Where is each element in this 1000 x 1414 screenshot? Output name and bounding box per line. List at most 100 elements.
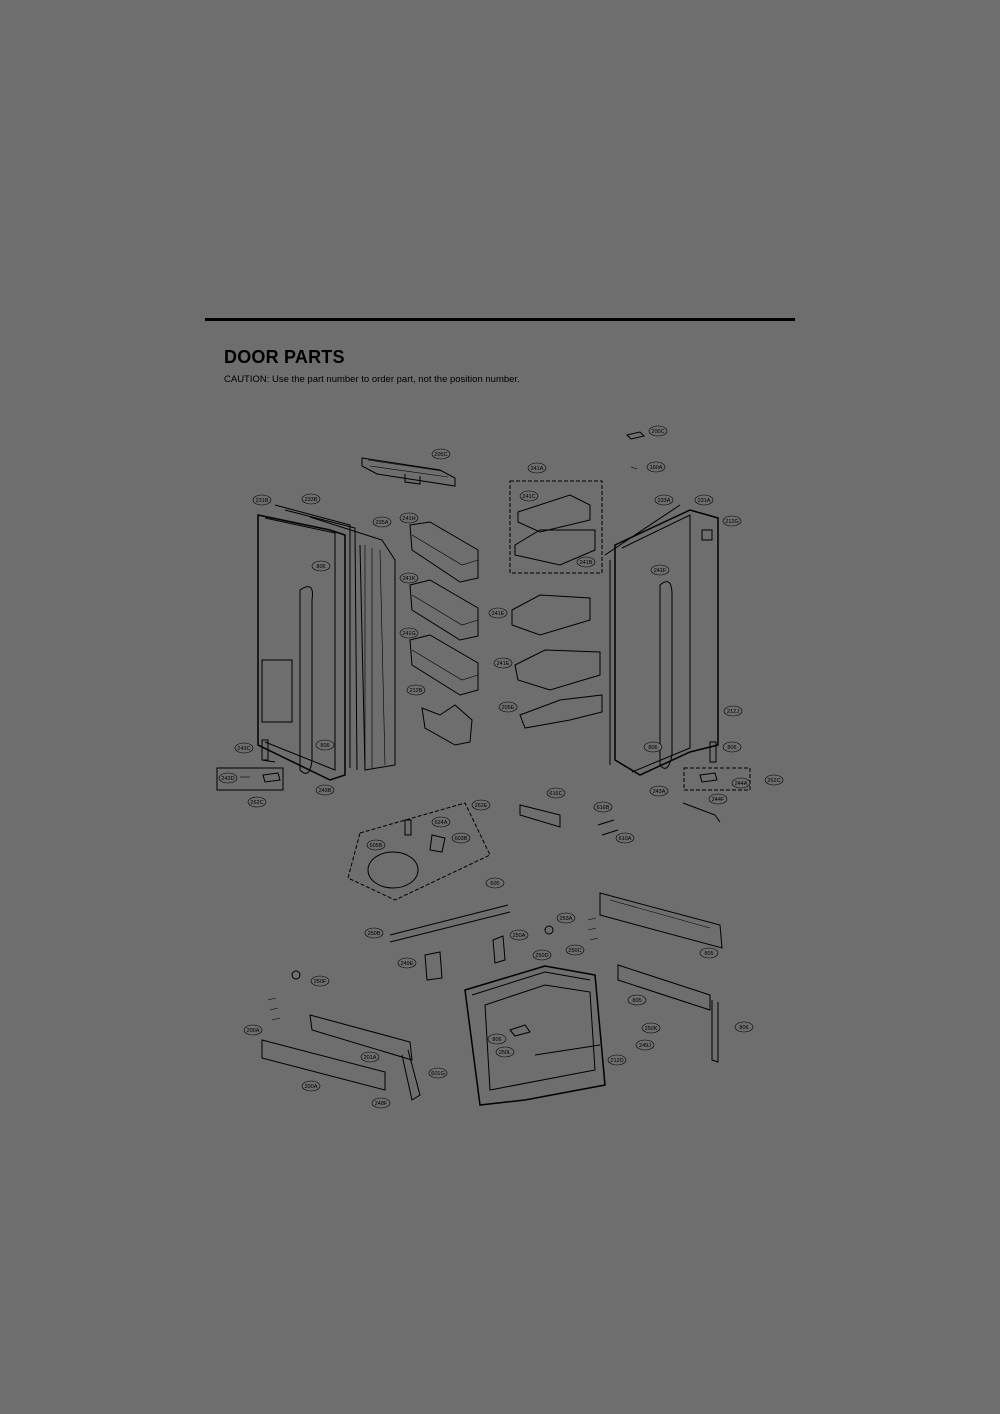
callout-label: 233A (654, 494, 674, 506)
small-hardware (267, 917, 599, 1021)
callout-label: 806 (643, 741, 663, 753)
callout-label: 233B (301, 493, 321, 505)
svg-text:231A: 231A (698, 498, 711, 504)
callout-label: 250L (495, 1046, 515, 1058)
callout-label: 200A (301, 1080, 321, 1092)
svg-text:200A: 200A (247, 1028, 260, 1034)
svg-text:241A: 241A (531, 466, 544, 472)
svg-text:243D: 243D (221, 776, 234, 782)
callout-label: 243C (234, 742, 254, 754)
callout-label: 231B (252, 494, 272, 506)
svg-text:616B: 616B (597, 805, 610, 811)
callout-label: 250F (310, 975, 330, 987)
callout-label: 605B (366, 839, 386, 851)
svg-text:250K: 250K (645, 1026, 658, 1032)
svg-text:805: 805 (632, 998, 641, 1004)
callout-label: 605 (485, 877, 505, 889)
right-middle-bins (511, 594, 603, 729)
callout-label: 212D (607, 1054, 627, 1066)
callout-label: 806 (315, 739, 335, 751)
svg-text:248F: 248F (375, 1101, 388, 1107)
callout-label: 805 (699, 947, 719, 959)
callout-label: 235A (372, 516, 392, 528)
svg-text:241H: 241H (402, 516, 415, 522)
svg-text:806: 806 (320, 743, 329, 749)
callout-label: 243B (315, 784, 335, 796)
svg-text:243C: 243C (237, 746, 250, 752)
upper-bin-group-box (509, 480, 603, 574)
callout-label: 205E (498, 701, 518, 713)
svg-text:241E: 241E (492, 611, 505, 617)
svg-text:610A: 610A (619, 836, 632, 842)
svg-text:231B: 231B (256, 498, 269, 504)
callout-label: 201A (360, 1051, 380, 1063)
callout-label: 241B (576, 556, 596, 568)
svg-text:212B: 212B (410, 688, 423, 694)
callout-label: 806 (487, 1033, 507, 1045)
callout-label: 249E (397, 957, 417, 969)
svg-text:201A: 201A (364, 1055, 377, 1061)
svg-text:249E: 249E (401, 961, 414, 967)
callout-label: 806 (734, 1021, 754, 1033)
svg-text:605: 605 (490, 881, 499, 887)
svg-text:241K: 241K (403, 576, 416, 582)
svg-text:241C: 241C (522, 494, 535, 500)
callout-label: 601G (428, 1067, 448, 1079)
callout-label: 624A (431, 816, 451, 828)
svg-text:241B: 241B (580, 560, 593, 566)
callout-label: 253A (556, 912, 576, 924)
callout-label: 250C (565, 944, 585, 956)
callout-label: 212J (723, 705, 743, 717)
dispenser-cover-part (361, 457, 456, 487)
callout-label: 610A (615, 832, 635, 844)
svg-text:250B: 250B (368, 931, 381, 937)
svg-text:250L: 250L (499, 1050, 511, 1056)
callout-label: 200A (243, 1024, 263, 1036)
callout-label: 250K (641, 1022, 661, 1034)
svg-text:205C: 205C (434, 452, 447, 458)
callout-label: 806 (311, 560, 331, 572)
svg-text:244A: 244A (735, 781, 748, 787)
svg-text:250F: 250F (314, 979, 327, 985)
right-door (604, 504, 719, 776)
small-latch-part (626, 431, 645, 470)
callout-label: 244F (708, 793, 728, 805)
svg-text:250C: 250C (568, 948, 581, 954)
freezer-drawer-front (464, 965, 606, 1106)
svg-text:806: 806 (316, 564, 325, 570)
callout-label: 243D (218, 772, 238, 784)
svg-text:233B: 233B (305, 497, 318, 503)
callout-label: 262E (471, 799, 491, 811)
callout-label: 243A (649, 785, 669, 797)
callout-label: 205C (431, 448, 451, 460)
svg-text:200C: 200C (651, 429, 664, 435)
callout-label: 616B (593, 801, 613, 813)
svg-text:241E: 241E (497, 661, 510, 667)
svg-text:262E: 262E (475, 803, 488, 809)
callout-label: 231A (694, 494, 714, 506)
svg-text:805: 805 (704, 951, 713, 957)
callout-label: 262C (764, 774, 784, 786)
callout-label: 241E (488, 607, 508, 619)
svg-text:244F: 244F (712, 797, 725, 803)
svg-text:605B: 605B (370, 843, 383, 849)
svg-text:212D: 212D (610, 1058, 623, 1064)
callout-label: 805 (627, 994, 647, 1006)
callout-label: 262C (247, 796, 267, 808)
svg-text:806: 806 (739, 1025, 748, 1031)
svg-text:212J: 212J (727, 709, 739, 715)
svg-text:601G: 601G (431, 1071, 444, 1077)
svg-text:212G: 212G (725, 519, 738, 525)
callout-label: 250A (509, 929, 529, 941)
svg-text:205E: 205E (502, 705, 515, 711)
svg-text:262C: 262C (250, 800, 263, 806)
callout-label: 806 (722, 741, 742, 753)
callout-label: 250D (532, 949, 552, 961)
svg-text:250D: 250D (535, 953, 548, 959)
left-door-bins (409, 521, 479, 746)
svg-text:603B: 603B (455, 836, 468, 842)
svg-text:243A: 243A (653, 789, 666, 795)
callout-label: 250B (364, 927, 384, 939)
svg-text:250A: 250A (513, 933, 526, 939)
